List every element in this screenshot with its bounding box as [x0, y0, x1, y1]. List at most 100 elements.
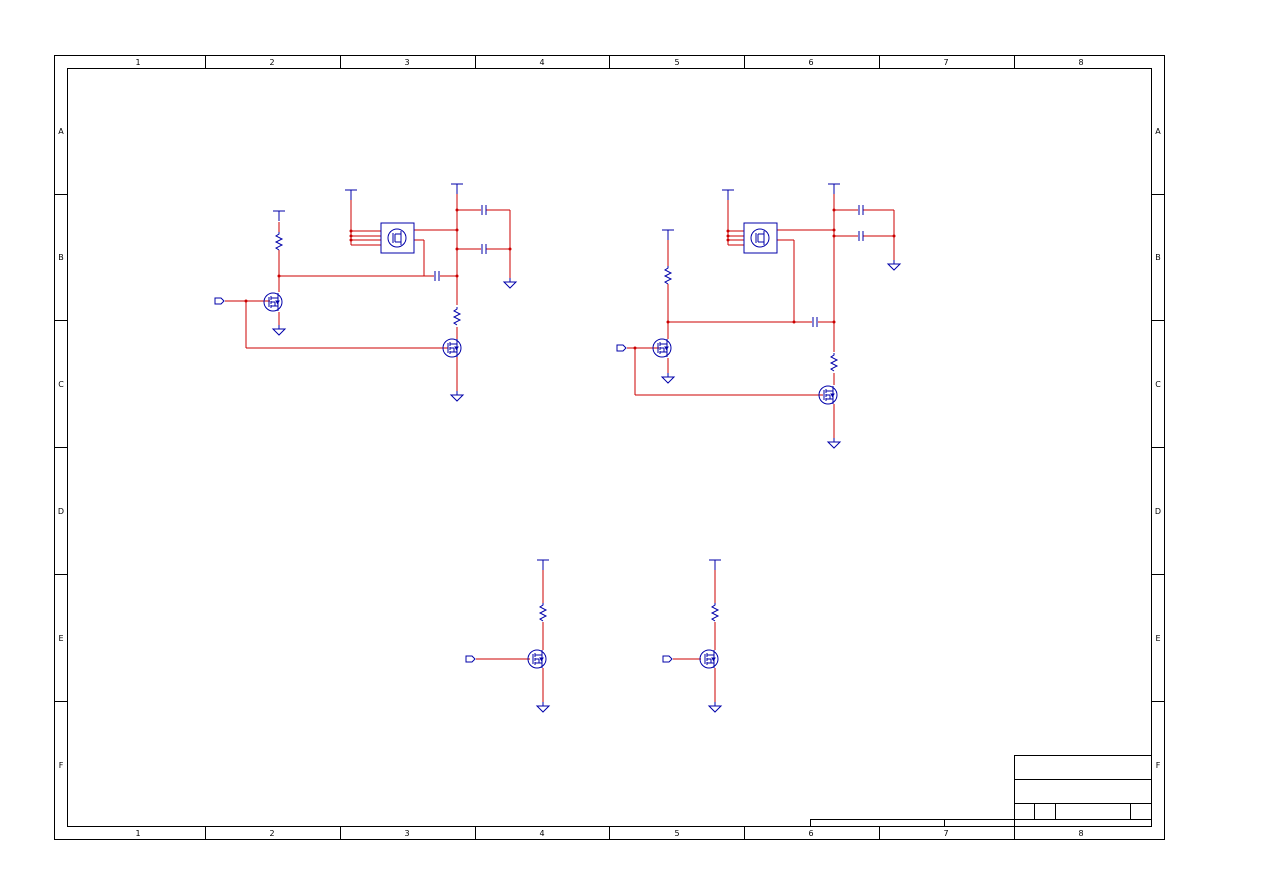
row-label-left: A: [58, 127, 64, 136]
resistor-icon[interactable]: [453, 306, 461, 326]
circuit-4-wires: [673, 570, 716, 704]
col-label-top: 7: [943, 58, 948, 67]
col-label-top: 8: [1078, 58, 1083, 67]
capacitor-icon[interactable]: [858, 230, 864, 242]
input-port-icon[interactable]: [214, 297, 225, 305]
mosfet-icon[interactable]: [263, 292, 283, 312]
input-port-icon[interactable]: [662, 655, 673, 663]
circuit-2-junctions: [633, 208, 896, 350]
ground-icon[interactable]: [661, 372, 675, 384]
junction-dot: [455, 228, 459, 232]
sheet-frame: [54, 55, 1165, 840]
ground-icon[interactable]: [827, 437, 841, 449]
junction-dot: [726, 234, 730, 238]
junction-dot: [726, 229, 730, 233]
capacitor-icon[interactable]: [812, 316, 818, 328]
power-port-icon[interactable]: [708, 559, 722, 571]
resistor-icon[interactable]: [539, 602, 547, 622]
ic-package-icon[interactable]: [380, 222, 415, 254]
row-label-left: C: [58, 380, 64, 389]
row-label-right: F: [1156, 761, 1161, 770]
col-label-bottom: 4: [539, 829, 544, 838]
junction-dot: [892, 234, 896, 238]
col-label-bottom: 1: [135, 829, 140, 838]
circuit-2: [616, 183, 901, 449]
col-label-top: 5: [674, 58, 679, 67]
power-port-icon[interactable]: [721, 189, 735, 201]
row-labels: A B C D E F A B C D E F: [58, 127, 1161, 770]
col-label-bottom: 3: [404, 829, 409, 838]
row-label-left: E: [58, 634, 63, 643]
resistor-icon[interactable]: [830, 352, 838, 372]
junction-dot: [832, 320, 836, 324]
column-dividers: [205, 55, 1015, 839]
circuit-1-junctions: [244, 208, 512, 303]
junction-dot: [349, 238, 353, 242]
row-label-left: B: [58, 253, 64, 262]
power-port-icon[interactable]: [344, 189, 358, 201]
power-port-icon[interactable]: [661, 229, 675, 241]
ground-icon[interactable]: [503, 277, 517, 289]
circuit-2-wires: [627, 194, 895, 440]
ground-icon[interactable]: [450, 390, 464, 402]
input-port-icon[interactable]: [616, 344, 627, 352]
row-label-right: E: [1155, 634, 1160, 643]
col-label-bottom: 2: [269, 829, 274, 838]
col-label-bottom: 5: [674, 829, 679, 838]
column-labels: 1 2 3 4 5 6 7 8 1 2 3 4 5 6 7 8: [135, 58, 1083, 838]
ground-icon[interactable]: [272, 324, 286, 336]
mosfet-icon[interactable]: [527, 649, 547, 669]
ground-icon[interactable]: [708, 701, 722, 713]
resistor-icon[interactable]: [664, 265, 672, 285]
circuit-1-wires: [225, 194, 511, 393]
power-port-icon[interactable]: [536, 559, 550, 571]
row-label-left: F: [59, 761, 64, 770]
col-label-bottom: 7: [943, 829, 948, 838]
col-label-top: 3: [404, 58, 409, 67]
junction-dot: [244, 299, 248, 303]
row-label-right: B: [1155, 253, 1161, 262]
junction-dot: [277, 274, 281, 278]
junction-dot: [455, 247, 459, 251]
circuit-3-wires: [476, 570, 544, 704]
row-label-right: C: [1155, 380, 1161, 389]
resistor-icon[interactable]: [275, 231, 283, 251]
capacitor-icon[interactable]: [858, 204, 864, 216]
ic-package-icon[interactable]: [743, 222, 778, 254]
col-label-bottom: 6: [808, 829, 813, 838]
row-dividers: [54, 194, 1164, 702]
ground-icon[interactable]: [887, 259, 901, 271]
power-port-icon[interactable]: [272, 210, 286, 222]
junction-dot: [792, 320, 796, 324]
title-block: [810, 755, 1152, 827]
mosfet-icon[interactable]: [699, 649, 719, 669]
junction-dot: [455, 274, 459, 278]
col-label-top: 2: [269, 58, 274, 67]
col-label-top: 4: [539, 58, 544, 67]
row-label-left: D: [58, 507, 64, 516]
ground-icon[interactable]: [536, 701, 550, 713]
junction-dot: [508, 247, 512, 251]
power-port-icon[interactable]: [827, 183, 841, 195]
circuit-3: [465, 559, 550, 713]
resistor-icon[interactable]: [711, 602, 719, 622]
junction-dot: [349, 234, 353, 238]
row-label-right: A: [1155, 127, 1161, 136]
junction-dot: [832, 208, 836, 212]
col-label-bottom: 8: [1078, 829, 1083, 838]
junction-dot: [832, 228, 836, 232]
col-label-top: 6: [808, 58, 813, 67]
junction-dot: [349, 229, 353, 233]
capacitor-icon[interactable]: [481, 243, 487, 255]
junction-dot: [455, 208, 459, 212]
power-port-icon[interactable]: [450, 183, 464, 195]
capacitor-icon[interactable]: [434, 270, 440, 282]
junction-dot: [633, 346, 637, 350]
junction-dot: [726, 238, 730, 242]
junction-dot: [666, 320, 670, 324]
col-label-top: 1: [135, 58, 140, 67]
capacitor-icon[interactable]: [481, 204, 487, 216]
junction-dot: [832, 234, 836, 238]
input-port-icon[interactable]: [465, 655, 476, 663]
